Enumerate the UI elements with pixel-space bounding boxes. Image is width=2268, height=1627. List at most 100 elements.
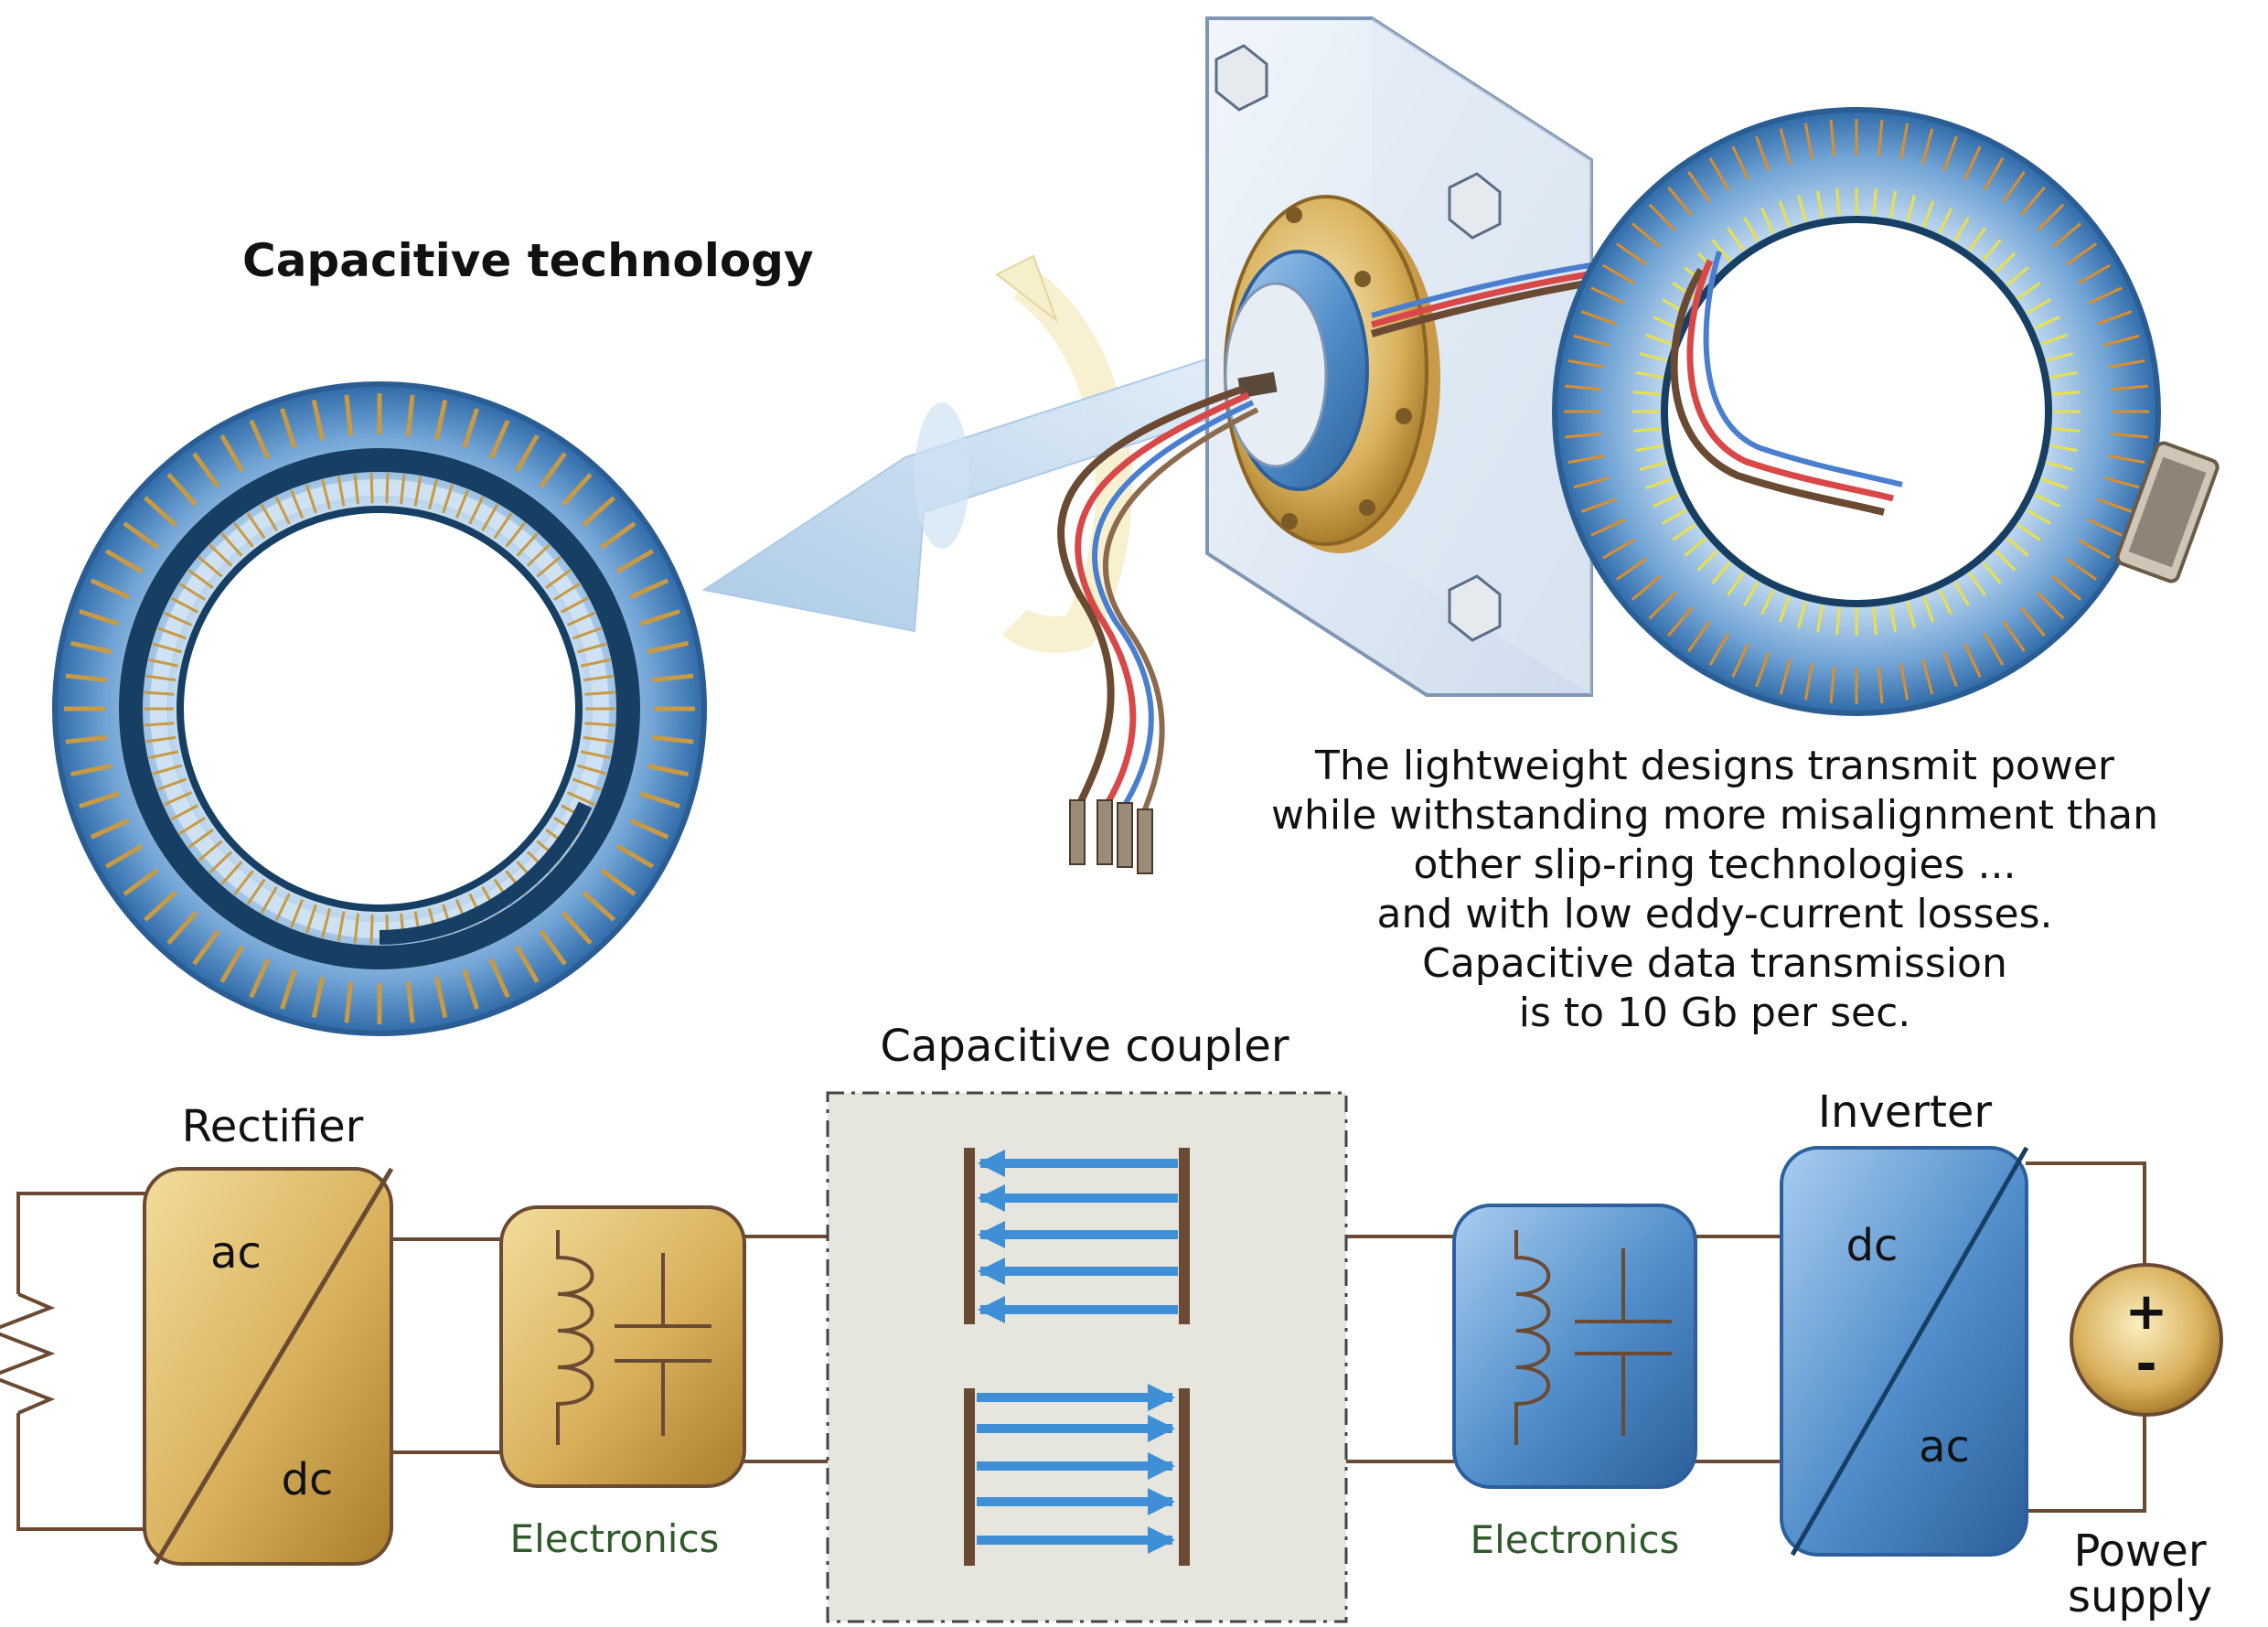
ring-tick — [192, 929, 220, 966]
ring-tick — [232, 870, 254, 896]
ring-tick — [1567, 359, 1605, 369]
ring-tick — [1779, 128, 1792, 165]
electronics-left-label: Electronics — [510, 1516, 720, 1561]
ring-tick — [427, 479, 438, 510]
caption: The lightweight designs transmit power w… — [1271, 743, 2158, 1036]
ring-tick — [433, 976, 448, 1018]
inverter-output-label: ac — [1919, 1421, 1970, 1472]
ring-tick — [1565, 384, 1602, 391]
rectifier-input-label: ac — [210, 1227, 262, 1279]
ring-tick — [572, 626, 602, 640]
ring-tick — [2017, 523, 2041, 541]
ring-tick — [1662, 508, 1687, 525]
ring-tick — [145, 735, 177, 744]
ring-tick — [209, 851, 233, 874]
ring-tick — [462, 408, 479, 449]
ring-tick — [152, 764, 183, 776]
ring-tick — [1906, 601, 1916, 629]
diagram-title: Capacitive technology — [242, 234, 814, 287]
ring-tick — [553, 583, 581, 602]
ring-tick — [1653, 316, 1679, 330]
ring-tick — [566, 791, 596, 807]
ring-tick — [1906, 194, 1916, 222]
caption-line: The lightweight designs transmit power — [1314, 743, 2115, 789]
inverter-block: Inverter dc ac — [1780, 1086, 2029, 1557]
ring-tick — [1580, 498, 1617, 513]
ring-tick — [2077, 263, 2111, 285]
ring-tick — [2103, 476, 2140, 489]
ring-tick — [1877, 666, 1884, 703]
ring-tick — [433, 400, 448, 442]
ring-tick — [70, 763, 112, 777]
ring-tick — [1648, 203, 1677, 232]
ring-tick — [1963, 643, 1982, 678]
negative-terminal-label: - — [2135, 1334, 2156, 1394]
ring-tick — [468, 496, 485, 525]
ring-tick — [344, 394, 354, 436]
ring-tick — [1815, 605, 1824, 633]
ring-tick — [1982, 239, 2002, 262]
ring-tick — [311, 976, 326, 1018]
ring-tick — [123, 521, 159, 550]
ring-tick — [1616, 557, 1648, 581]
ring-tick — [2111, 384, 2148, 391]
ring-tick — [576, 642, 607, 654]
ring-tick — [2046, 461, 2074, 471]
ring-tick — [220, 861, 243, 885]
ring-tick — [1708, 632, 1730, 666]
slip-ring-assembly-icon — [701, 16, 1952, 874]
electronics-block-right: Electronics — [1452, 1204, 1697, 1562]
ring-tick — [187, 829, 214, 849]
power-supply: + - Power supply — [2068, 1263, 2223, 1622]
ring-tick — [353, 474, 359, 505]
ring-tick — [615, 843, 655, 869]
ring-tick — [1888, 605, 1898, 633]
ring-tick — [652, 734, 694, 744]
ring-tick — [580, 750, 611, 760]
ring-tick — [1760, 589, 1775, 615]
ring-tick — [280, 969, 297, 1010]
ring-tick — [2026, 298, 2051, 315]
ring-tick — [1731, 145, 1750, 180]
electronics-block-left: Electronics — [499, 1205, 746, 1561]
ring-tick — [576, 764, 607, 776]
ring-tick — [1727, 227, 1745, 252]
ring-tick — [2019, 606, 2046, 637]
ring-tick — [1639, 461, 1667, 471]
ring-tick — [1877, 120, 1884, 157]
ring-tick — [1731, 643, 1750, 678]
ring-tick — [1815, 190, 1824, 219]
ring-tick — [1835, 187, 1841, 216]
ring-tick — [1580, 310, 1617, 326]
ring-tick — [1711, 561, 1731, 584]
ring-tick — [145, 674, 177, 682]
ring-tick — [305, 904, 317, 934]
ring-tick — [2052, 427, 2081, 433]
ring-tick — [1968, 227, 1986, 252]
ring-tick — [337, 911, 346, 942]
ring-tick — [79, 791, 120, 808]
ring-tick — [1942, 651, 1958, 688]
power-supply-label: Power — [2073, 1525, 2206, 1577]
ring-tick — [413, 476, 423, 507]
ring-tick — [514, 434, 540, 473]
ring-tick — [157, 777, 187, 791]
ring-icon — [52, 381, 707, 1036]
ring-tick — [2065, 242, 2097, 266]
ring-tick — [1921, 658, 1934, 695]
ring-tick — [1983, 157, 2005, 191]
ring-tick — [260, 503, 278, 531]
ring-tick — [1635, 444, 1664, 453]
ring-tick — [353, 913, 359, 944]
ring-tick — [583, 735, 614, 744]
ring-tick — [2034, 316, 2060, 330]
rectifier-label: Rectifier — [182, 1101, 364, 1152]
caption-line: other slip-ring technologies ... — [1414, 841, 2017, 888]
coupler-label: Capacitive coupler — [880, 1021, 1289, 1072]
ring-tick — [144, 722, 175, 727]
ring-tick — [1711, 239, 1731, 262]
ring-tick — [1983, 632, 2005, 666]
caption-line: and with low eddy-current losses. — [1377, 891, 2053, 937]
ring-tick — [2096, 498, 2133, 513]
ring-tick — [2065, 557, 2097, 581]
